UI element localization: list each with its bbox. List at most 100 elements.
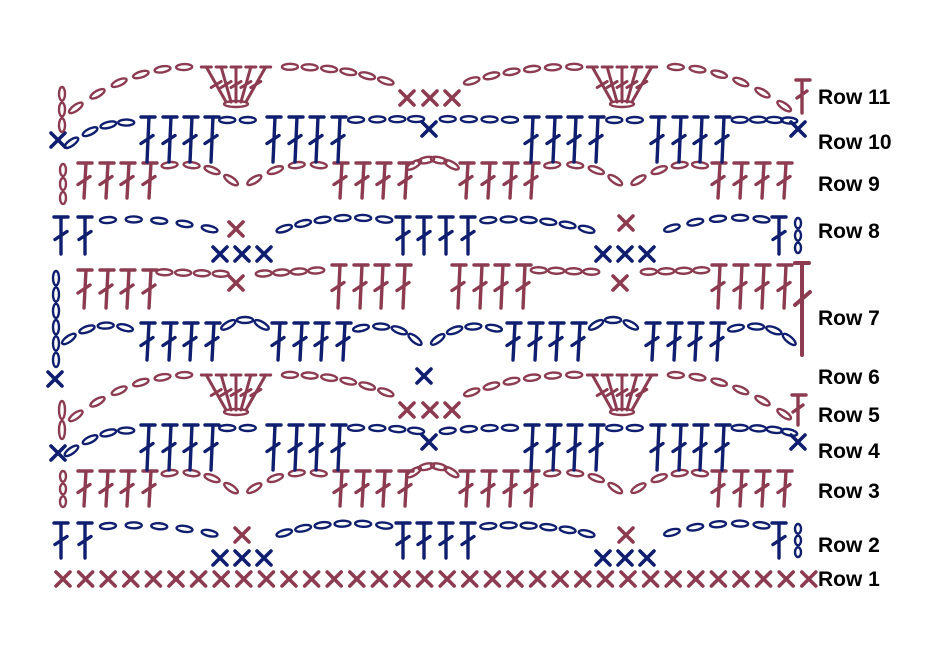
dc-symbol xyxy=(732,469,750,508)
ch-symbol xyxy=(150,216,169,226)
ch-symbol xyxy=(51,269,61,287)
sc-symbol xyxy=(443,401,461,419)
ch-symbol xyxy=(406,465,423,479)
dc-symbol xyxy=(204,321,222,362)
ch-symbol xyxy=(287,160,306,170)
dc-symbol xyxy=(527,321,545,362)
ch-symbol xyxy=(462,76,481,86)
ch-symbol xyxy=(793,522,803,535)
dc-symbol xyxy=(354,161,372,200)
sc-symbol xyxy=(46,370,64,388)
dc-symbol xyxy=(710,469,728,508)
dc-symbol xyxy=(119,469,137,508)
ch-symbol xyxy=(692,266,711,275)
ch-symbol xyxy=(666,62,686,72)
dc-symbol xyxy=(76,469,94,508)
ch-symbol xyxy=(218,423,237,433)
ch-symbol xyxy=(222,407,250,417)
dc-symbol xyxy=(98,161,116,200)
ch-symbol xyxy=(358,71,377,81)
ch-symbol xyxy=(625,423,644,433)
ch-symbol xyxy=(686,217,705,227)
sc-symbol xyxy=(443,89,461,107)
dc-fan-symbol xyxy=(199,65,228,104)
row-labels: Row 11 Row 10 Row 9 Row 8 Row 7 Row 6 Ro… xyxy=(818,86,892,591)
ch-symbol xyxy=(417,462,436,472)
ch-symbol xyxy=(710,69,729,80)
row-label-6: Row 6 xyxy=(818,366,880,389)
ch-symbol xyxy=(500,423,520,433)
sc-symbol xyxy=(233,245,251,263)
ch-symbol xyxy=(175,219,194,229)
ch-symbol xyxy=(320,373,339,383)
ch-symbol xyxy=(358,381,377,391)
sc-symbol xyxy=(398,401,416,419)
ch-symbol xyxy=(765,325,783,336)
ch-symbol xyxy=(58,469,68,483)
ch-symbol xyxy=(730,519,750,528)
dc-symbol xyxy=(330,263,348,310)
dc-symbol xyxy=(437,215,455,256)
row-label-1: Row 1 xyxy=(818,568,880,591)
dc-symbol xyxy=(98,268,116,310)
dc-symbol xyxy=(292,321,310,362)
sc-symbol xyxy=(617,526,635,544)
ch-symbol xyxy=(748,424,768,433)
sc-symbol xyxy=(551,570,569,588)
dc-symbol xyxy=(415,215,433,256)
dc-symbol xyxy=(649,423,667,472)
ch-symbol xyxy=(390,325,408,336)
ch-symbol xyxy=(608,407,636,417)
ch-symbol xyxy=(776,407,793,421)
ch-symbol xyxy=(63,444,80,458)
dc-symbol xyxy=(161,321,179,362)
dc-symbol xyxy=(76,521,94,560)
ch-symbol xyxy=(300,63,319,72)
ch-symbol xyxy=(200,528,219,538)
ch-symbol xyxy=(238,423,257,433)
ch-symbol xyxy=(726,323,746,333)
ch-symbol xyxy=(708,214,728,224)
dc-fan-symbol xyxy=(625,65,644,104)
ch-symbol xyxy=(275,528,294,538)
ch-symbol xyxy=(780,427,799,437)
sc-symbol xyxy=(122,570,140,588)
ch-symbol xyxy=(686,522,705,532)
ch-symbol xyxy=(238,115,257,125)
dc-symbol xyxy=(687,321,705,362)
ch-symbol xyxy=(110,77,128,89)
ch-symbol xyxy=(58,162,68,178)
sc-symbol xyxy=(255,245,273,263)
ch-symbol xyxy=(294,523,313,533)
dc-symbol xyxy=(566,115,584,164)
ch-symbol xyxy=(565,370,584,380)
dc-fan-symbol xyxy=(630,65,659,104)
ch-symbol xyxy=(502,67,521,77)
dc-symbol xyxy=(352,263,370,310)
dc-fan-symbol xyxy=(615,373,629,412)
dc-symbol xyxy=(287,115,305,164)
ch-symbol xyxy=(182,468,201,478)
ch-symbol xyxy=(405,158,423,171)
dc-symbol xyxy=(709,321,727,362)
ch-symbol xyxy=(294,218,313,229)
ch-symbol xyxy=(630,174,647,187)
ch-symbol xyxy=(280,62,300,72)
sc-symbol xyxy=(393,570,411,588)
dc-symbol xyxy=(459,521,477,560)
dc-symbol xyxy=(710,263,728,310)
sc-symbol xyxy=(76,570,95,588)
dc-symbol xyxy=(52,215,70,256)
ch-symbol xyxy=(519,521,538,530)
sc-symbol xyxy=(421,89,439,107)
ch-symbol xyxy=(539,522,558,532)
dc-symbol xyxy=(754,263,772,310)
ch-symbol xyxy=(280,370,300,380)
row-label-2: Row 2 xyxy=(818,534,880,557)
dc-symbol xyxy=(139,115,157,164)
sc-symbol xyxy=(800,570,818,588)
ch-symbol xyxy=(480,115,499,124)
ch-symbol xyxy=(793,241,803,255)
dc-fan-symbol xyxy=(199,373,228,412)
row-label-9: Row 9 xyxy=(818,173,880,196)
